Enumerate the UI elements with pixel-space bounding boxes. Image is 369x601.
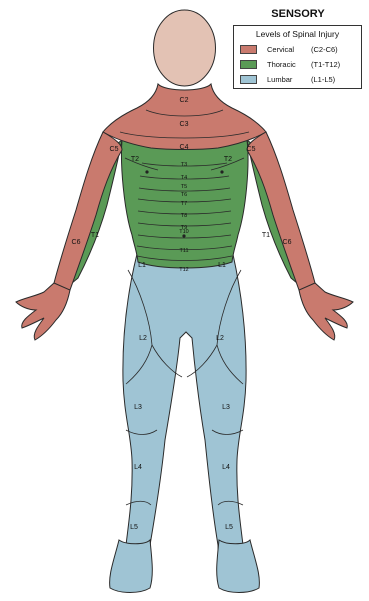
label-l5-right: L5	[225, 524, 233, 531]
legend-subtitle: Levels of Spinal Injury	[234, 29, 361, 39]
label-t1-right: T1	[262, 232, 270, 239]
label-t11: T11	[179, 248, 188, 254]
lumbar-region-left-foot	[110, 540, 153, 593]
legend-title: SENSORY	[236, 8, 360, 20]
label-t10: T10	[179, 229, 188, 235]
label-t8: T8	[181, 213, 187, 219]
cervical-region-left-arm	[54, 132, 122, 290]
label-t6: T6	[181, 192, 187, 198]
head	[154, 10, 216, 86]
cervical-swatch	[240, 45, 257, 54]
thoracic-swatch	[240, 60, 257, 69]
label-c2: C2	[180, 97, 189, 104]
legend-item-range: (C2-C6)	[311, 45, 338, 54]
label-l2-right: L2	[216, 335, 224, 342]
label-l4-left: L4	[134, 464, 142, 471]
label-t2-left: T2	[131, 156, 139, 163]
label-l1-right: L1	[218, 262, 226, 269]
cervical-region-right-hand	[299, 283, 353, 340]
label-t5: T5	[181, 184, 187, 190]
label-t2-right: T2	[224, 156, 232, 163]
lumbar-region-right-foot	[217, 540, 260, 593]
label-t7: T7	[181, 201, 187, 207]
lumbar-swatch	[240, 75, 257, 84]
label-t4: T4	[181, 175, 187, 181]
lumbar-region-legs	[119, 250, 250, 589]
cervical-region-right-arm	[247, 132, 315, 290]
right-nipple-mark	[220, 170, 223, 173]
cervical-region-left-hand	[16, 283, 70, 340]
legend-item-range: (L1-L5)	[311, 75, 335, 84]
label-l4-right: L4	[222, 464, 230, 471]
legend-item-name: Lumbar	[267, 75, 311, 84]
label-c5-left: C5	[110, 146, 119, 153]
label-c6-right: C6	[283, 239, 292, 246]
label-t1-left: T1	[91, 232, 99, 239]
label-t12: T12	[179, 267, 188, 273]
legend-item-lumbar: Lumbar (L1-L5)	[240, 74, 335, 85]
label-c4: C4	[180, 144, 189, 151]
label-c6-left: C6	[72, 239, 81, 246]
label-c5-right: C5	[247, 146, 256, 153]
legend-item-name: Thoracic	[267, 60, 311, 69]
cervical-region-neck-shoulders	[103, 84, 266, 150]
label-c3: C3	[180, 121, 189, 128]
legend-item-cervical: Cervical (C2-C6)	[240, 44, 338, 55]
left-nipple-mark	[145, 170, 148, 173]
label-l3-right: L3	[222, 404, 230, 411]
label-l2-left: L2	[139, 335, 147, 342]
legend-item-range: (T1-T12)	[311, 60, 340, 69]
label-l3-left: L3	[134, 404, 142, 411]
legend-item-name: Cervical	[267, 45, 311, 54]
legend: Levels of Spinal Injury Cervical (C2-C6)…	[233, 25, 362, 89]
label-l1-left: L1	[138, 262, 146, 269]
label-t3: T3	[181, 162, 187, 168]
legend-item-thoracic: Thoracic (T1-T12)	[240, 59, 340, 70]
label-l5-left: L5	[130, 524, 138, 531]
